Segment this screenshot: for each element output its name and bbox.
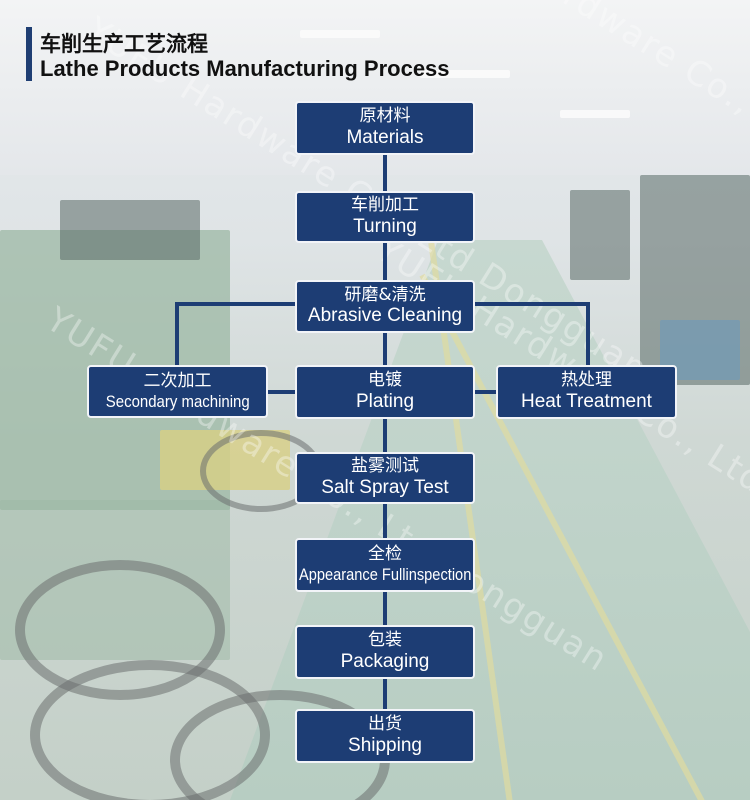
- step-label-en: Turning: [353, 215, 417, 237]
- step-label-en: Shipping: [348, 734, 422, 756]
- step-abrasive-cleaning: 研磨&清洗 Abrasive Cleaning: [295, 280, 475, 333]
- connector-materials-turning: [383, 152, 387, 194]
- step-label-en: Heat Treatment: [521, 390, 652, 412]
- step-label-cn: 研磨&清洗: [344, 284, 426, 305]
- step-plating: 电镀 Plating: [295, 365, 475, 419]
- connector-packaging-shipping: [383, 677, 387, 713]
- connector-turning-abrasive: [383, 241, 387, 283]
- step-label-cn: 盐雾测试: [351, 456, 419, 477]
- machine-block: [570, 190, 630, 280]
- step-label-en: Secondary machining: [105, 391, 250, 411]
- connector-heat-plating: [473, 390, 498, 394]
- page-title-chinese: 车削生产工艺流程: [40, 32, 208, 56]
- step-label-cn: 电镀: [368, 370, 402, 391]
- machine-block: [60, 200, 200, 260]
- connector-inspection-packaging: [383, 590, 387, 629]
- step-label-en: Salt Spray Test: [321, 476, 449, 498]
- step-label-en: Appearance Fullinspection: [298, 565, 472, 584]
- title-accent-bar: [26, 27, 32, 81]
- step-salt-spray-test: 盐雾测试 Salt Spray Test: [295, 452, 475, 504]
- step-label-cn: 二次加工: [143, 370, 212, 391]
- ceiling-light: [300, 30, 380, 38]
- ceiling-light: [560, 110, 630, 118]
- connector-to-secondary: [175, 302, 179, 368]
- step-shipping: 出货 Shipping: [295, 709, 475, 763]
- step-label-cn: 全检: [368, 544, 402, 565]
- step-label-cn: 原材料: [359, 106, 411, 127]
- step-heat-treatment: 热处理 Heat Treatment: [496, 365, 677, 419]
- connector-to-heat: [586, 302, 590, 368]
- step-packaging: 包装 Packaging: [295, 625, 475, 679]
- ceiling-light: [420, 70, 510, 78]
- step-label-en: Materials: [346, 126, 424, 148]
- step-label-cn: 车削加工: [351, 195, 419, 216]
- connector-abrasive-right: [473, 302, 590, 306]
- step-appearance-inspection: 全检 Appearance Fullinspection: [295, 538, 475, 592]
- connector-saltspray-inspection: [383, 502, 387, 542]
- step-materials: 原材料 Materials: [295, 101, 475, 155]
- step-label-en: Packaging: [340, 650, 430, 672]
- step-label-cn: 包装: [368, 630, 402, 651]
- connector-secondary-plating: [266, 390, 297, 394]
- step-label-en: Abrasive Cleaning: [307, 305, 463, 327]
- step-turning: 车削加工 Turning: [295, 191, 475, 243]
- step-label-cn: 热处理: [561, 370, 612, 391]
- page-title-english: Lathe Products Manufacturing Process: [40, 56, 450, 81]
- step-secondary-machining: 二次加工 Secondary machining: [87, 365, 268, 418]
- step-label-en: Plating: [355, 390, 415, 412]
- connector-abrasive-left: [175, 302, 297, 306]
- connector-abrasive-plating: [383, 331, 387, 369]
- connector-plating-saltspray: [383, 417, 387, 456]
- step-label-cn: 出货: [368, 714, 402, 735]
